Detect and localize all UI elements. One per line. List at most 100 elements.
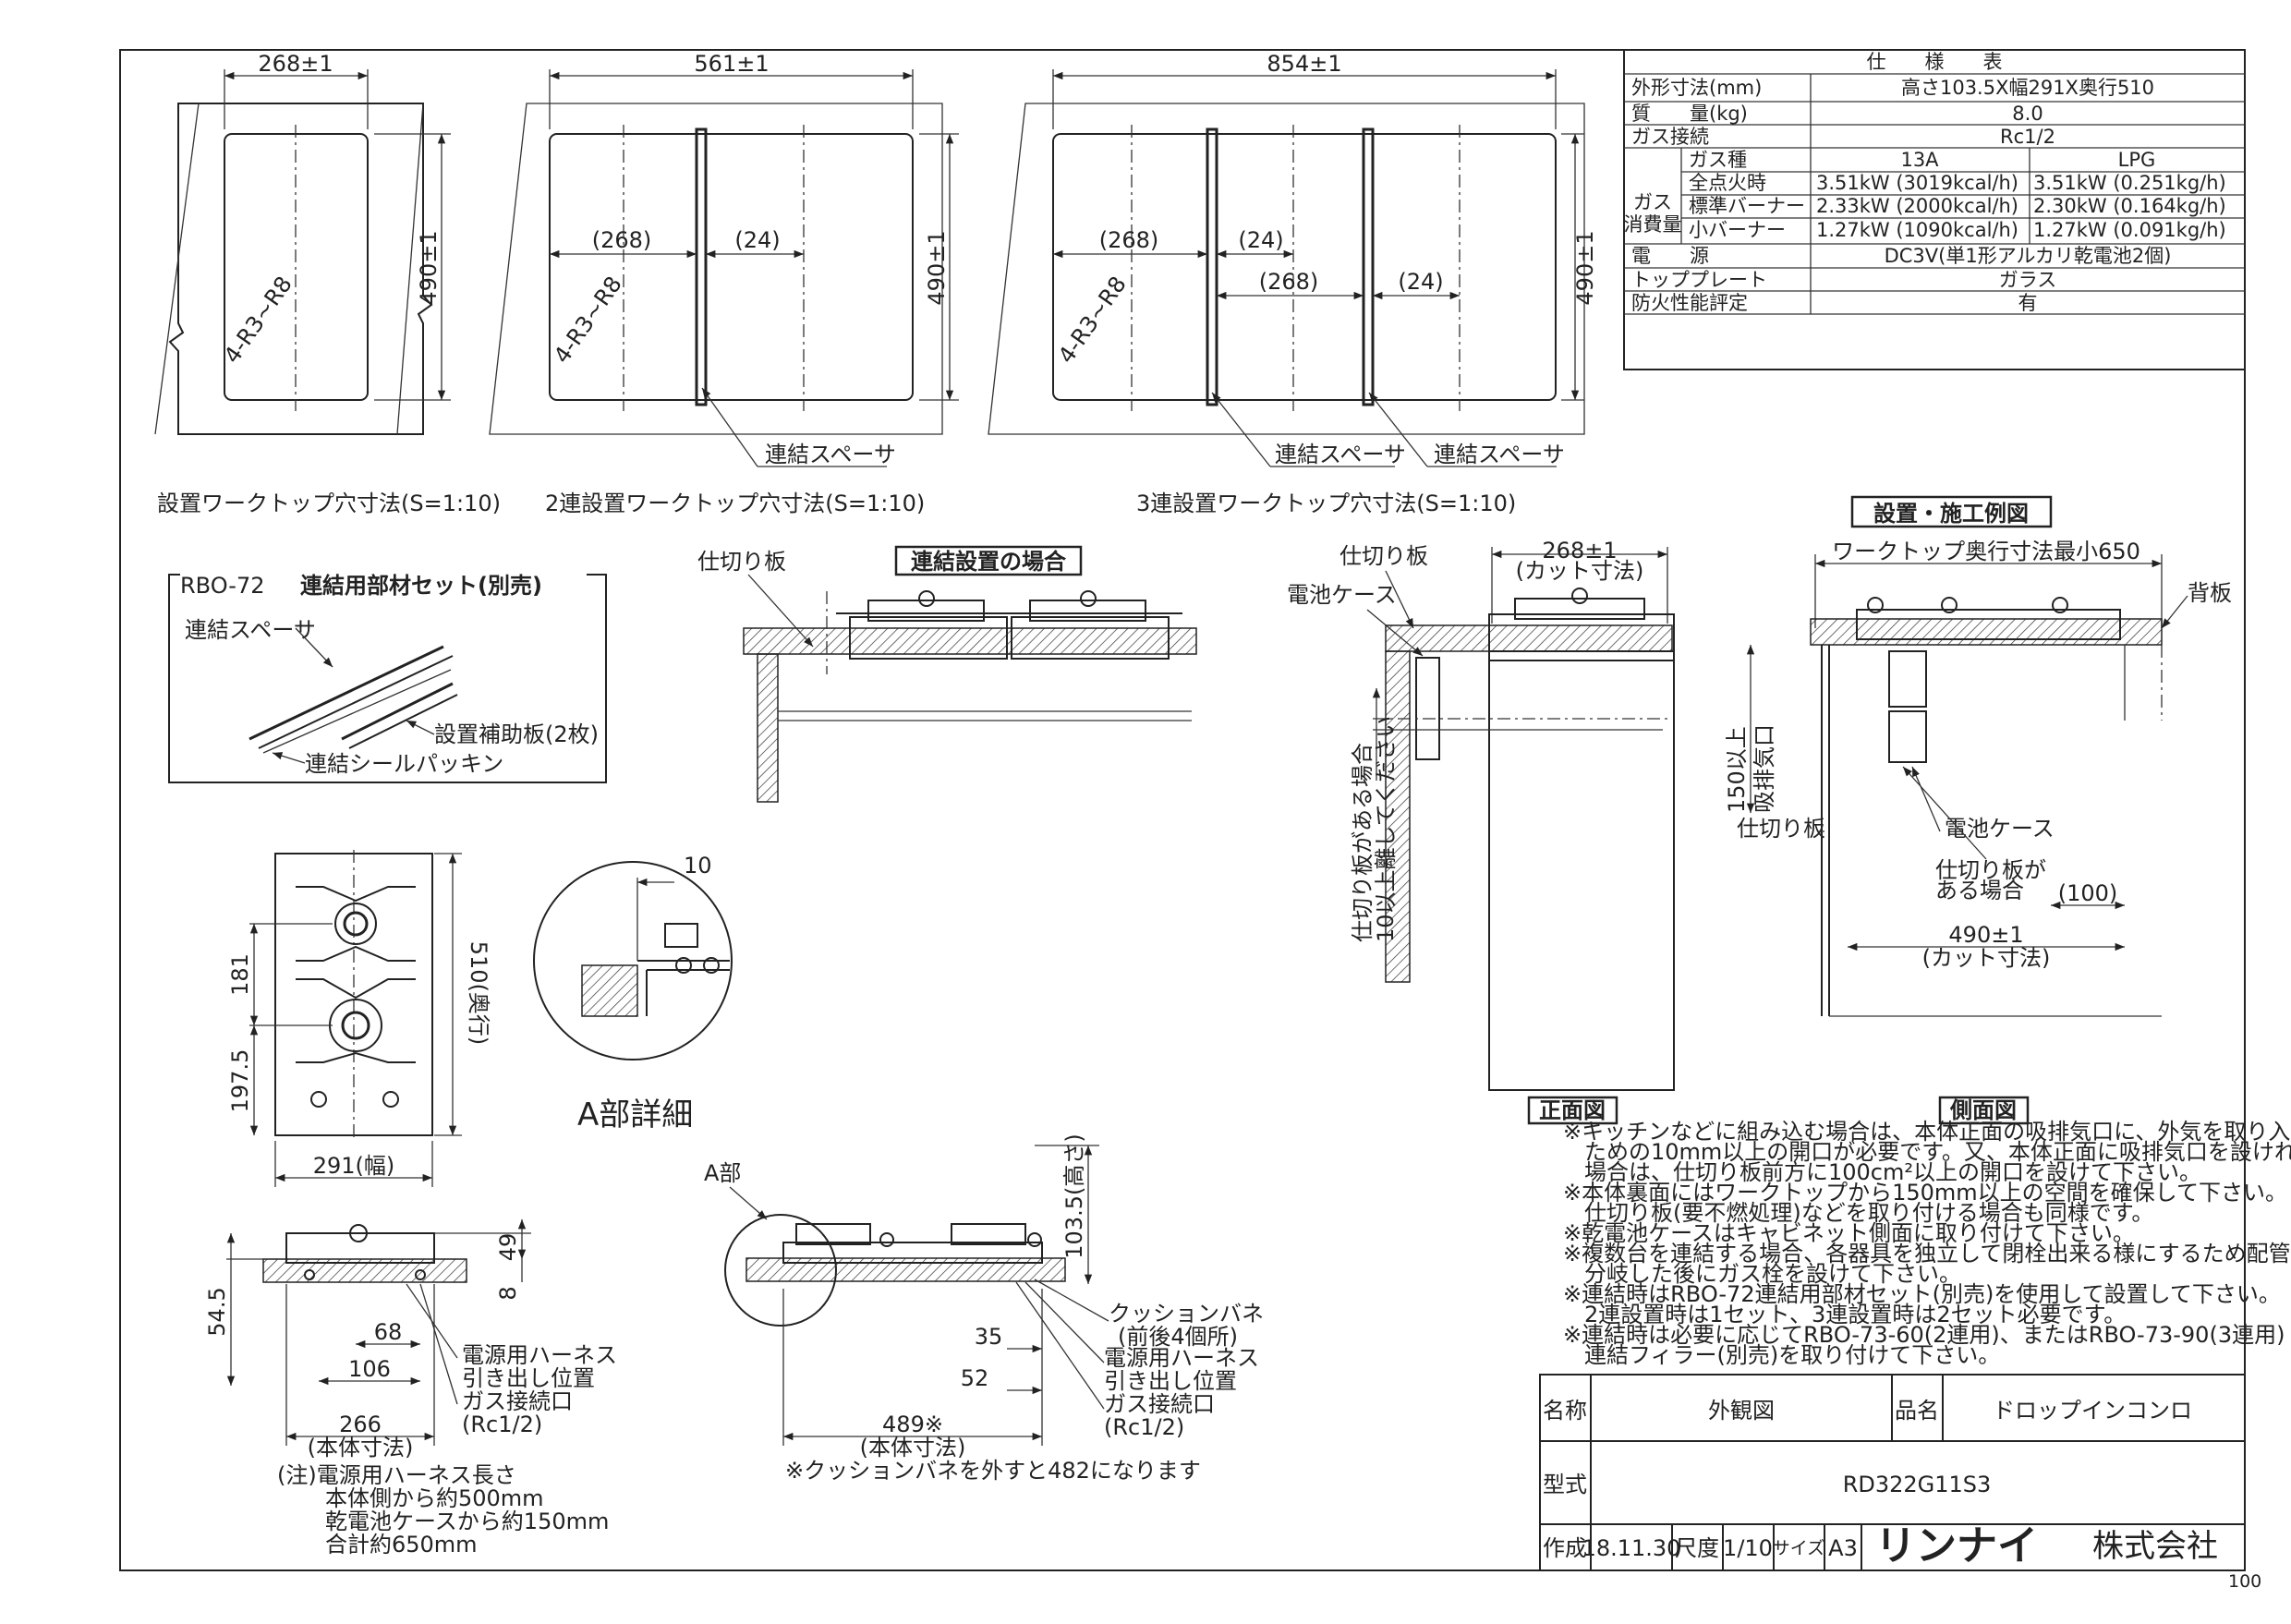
cutout-single-caption: 設置ワークトップ穴寸法(S=1:10) <box>157 491 501 516</box>
side-small-gas-1: ガス接続口 <box>462 1388 573 1414</box>
linked-partition: 仕切り板 <box>697 549 786 575</box>
tb-scale-label: 尺度 <box>1675 1535 1719 1561</box>
spec-value-gas-conn: Rc1/2 <box>2000 126 2055 148</box>
tb-name-value: 外観図 <box>1708 1398 1775 1424</box>
spec-value-mass: 8.0 <box>2012 103 2043 125</box>
side-large-a-label: A部 <box>704 1160 741 1186</box>
kit-spacer: 連結スペーサ <box>185 617 316 643</box>
side-title: 設置・施工例図 <box>1873 501 2029 527</box>
spec-label-gas-conn: ガス接続 <box>1631 126 1709 148</box>
side-vent-1: 150以上 <box>1724 726 1750 813</box>
side-small-d49: 49 <box>495 1233 521 1262</box>
side-large-note: ※クッションバネを外すと482になります <box>785 1458 1201 1484</box>
cutout-triple-sub3: (268) <box>1259 269 1319 295</box>
side-partition-case-2: ある場合 <box>1935 878 2024 903</box>
notes: ※キッチンなどに組み込む場合は、本体正面の吸排気口に、外気を取り入れる ための1… <box>1563 1119 2291 1368</box>
side-small-note-2: 本体側から約500mm <box>325 1485 544 1511</box>
side-cut: 490±1 <box>1948 922 2023 948</box>
tb-company: 株式会社 <box>2092 1528 2218 1565</box>
tb-scale-value: 1/10 <box>1723 1535 1773 1561</box>
side-large-d35: 35 <box>975 1324 1003 1350</box>
cutout-double-radius: 4-R3~R8 <box>549 272 627 368</box>
spec-label-mass: 質 量(kg) <box>1631 103 1748 125</box>
sheet-border <box>119 49 2246 1571</box>
cutout-single-radius: 4-R3~R8 <box>219 272 297 368</box>
kit-packing: 連結シールパッキン <box>305 751 503 777</box>
kit-model: RBO-72 <box>180 573 264 599</box>
side-battery: 電池ケース <box>1945 816 2055 842</box>
spec-gas-row-label: 標準バーナー <box>1689 195 1805 217</box>
spec-gas-group-2: 消費量 <box>1624 213 1682 236</box>
cutout-triple-radius: 4-R3~R8 <box>1053 272 1132 368</box>
cutout-double-spacer: 連結スペーサ <box>765 442 896 467</box>
note-line: ための10mm以上の開口が必要です。又、本体正面に吸排気口を設けれない <box>1584 1139 2291 1165</box>
note-line: ※キッチンなどに組み込む場合は、本体正面の吸排気口に、外気を取り入れる <box>1563 1119 2291 1145</box>
cutout-triple: 854±1 (268) (24) (268) (24) 490±1 4-R3~R… <box>988 51 1598 516</box>
note-line: 2連設置時は1セット、3連設置時は2セット必要です。 <box>1584 1302 2126 1327</box>
cutout-double: 561±1 (268) (24) 490±1 4-R3~R8 連結スペーサ 2連… <box>489 51 959 516</box>
spec-gas-row-label: 全点火時 <box>1689 172 1766 194</box>
spec-gas-row-13a: 1.27kW (1090kcal/h) <box>1816 219 2018 241</box>
cutout-double-width: 561±1 <box>694 51 769 77</box>
note-line: ※複数台を連結する場合、各器具を独立して閉栓出来る様にするため配管を <box>1563 1241 2291 1266</box>
spec-gas-row-13a: 3.51kW (3019kcal/h) <box>1816 172 2018 194</box>
side-small-harness-1: 電源用ハーネス <box>462 1342 617 1368</box>
top-d510: 510(奥行) <box>466 941 491 1046</box>
side-small-gas-2: (Rc1/2) <box>462 1412 542 1437</box>
side-small-note-4: 合計約650mm <box>325 1532 478 1557</box>
tb-model-label: 型式 <box>1543 1472 1587 1497</box>
kit-title: 連結用部材セット(別売) <box>300 573 542 599</box>
kit-plate: 設置補助板(2枚) <box>434 721 599 747</box>
side-large-d489: 489※ <box>882 1412 943 1437</box>
tb-made-value: 18.11.30 <box>1582 1535 1681 1561</box>
side-small-harness-2: 引き出し位置 <box>462 1365 595 1391</box>
cutout-triple-width: 854±1 <box>1267 51 1341 77</box>
side-small: 54.5 49 8 68 106 266 (本体寸法) 電源用ハーネス 引き出し… <box>204 1219 617 1557</box>
detail-a: 10 A部詳細 <box>533 853 733 1133</box>
cutout-double-depth: 490±1 <box>924 230 950 305</box>
side-small-note-1: (注)電源用ハーネス長さ <box>277 1462 516 1488</box>
cutout-triple-sub1: (268) <box>1099 227 1159 253</box>
tb-made-label: 作成 <box>1543 1535 1587 1561</box>
note-line: ※連結時はRBO-72連結用部材セット(別売)を使用して設置して下さい。 <box>1563 1281 2281 1307</box>
spec-gas-row-label: 小バーナー <box>1689 219 1786 241</box>
side-large-harness-2: 引き出し位置 <box>1104 1368 1237 1394</box>
spec-table: 仕 様 表 外形寸法(mm) 高さ103.5X幅291X奥行510 質 量(kg… <box>1623 49 2246 370</box>
linked-title: 連結設置の場合 <box>911 549 1067 575</box>
detail-label: A部詳細 <box>577 1097 693 1133</box>
cutout-triple-spacer1: 連結スペーサ <box>1275 442 1406 467</box>
front-vnote-1: 仕切り板がある場合 <box>1350 743 1376 942</box>
spec-gas-row-13a: 2.33kW (2000kcal/h) <box>1816 195 2018 217</box>
spec-label-top: トッププレート <box>1631 269 1767 291</box>
side-large-cushion-1: クッションバネ <box>1109 1301 1264 1327</box>
note-line: 仕切り板(要不燃処理)などを取り付ける場合も同様です。 <box>1584 1200 2153 1226</box>
front-cut-note: (カット寸法) <box>1516 558 1644 584</box>
front-view: 仕切り板 電池ケース 268±1 (カット寸法) 仕切り板がある場合 10以上離… <box>1287 538 1675 1125</box>
side-small-body-dim: (本体寸法) <box>308 1435 414 1460</box>
spec-label-fire: 防火性能評定 <box>1631 292 1748 314</box>
side-partition: 仕切り板 <box>1737 816 1825 842</box>
side-small-d266: 266 <box>339 1412 382 1437</box>
cutout-triple-caption: 3連設置ワークトップ穴寸法(S=1:10) <box>1136 491 1516 516</box>
cutout-single-width: 268±1 <box>258 51 333 77</box>
note-line: 場合は、仕切り板前方に100cm²以上の開口を設けて下さい。 <box>1584 1159 2201 1185</box>
front-battery: 電池ケース <box>1287 582 1397 608</box>
side-small-d545: 54.5 <box>204 1287 230 1336</box>
detail-d10: 10 <box>684 853 712 879</box>
side-backboard: 背板 <box>2188 580 2232 606</box>
spec-title: 仕 様 表 <box>1867 51 2003 73</box>
front-vnote-2: 10以上離してください <box>1373 716 1399 942</box>
cutout-triple-depth: 490±1 <box>1572 230 1598 305</box>
side-large-harness-1: 電源用ハーネス <box>1104 1345 1259 1371</box>
side-large-gas-1: ガス接続口 <box>1104 1391 1215 1417</box>
cutout-triple-sub2: (24) <box>1238 227 1283 253</box>
side-small-d106: 106 <box>348 1356 391 1382</box>
spec-value-top: ガラス <box>1999 269 2057 291</box>
side-view-label: 側面図 <box>1949 1097 2017 1123</box>
linked-install: 連結設置の場合 仕切り板 <box>697 545 1197 803</box>
top-d197: 197.5 <box>227 1049 253 1113</box>
cutout-double-sub1: (268) <box>592 227 652 253</box>
side-view: 設置・施工例図 ワークトップ奥行寸法最小650 背板 150以上 吸排気口 仕切… <box>1724 495 2232 1125</box>
side-depth-note: ワークトップ奥行寸法最小650 <box>1832 539 2140 564</box>
side-large-d52: 52 <box>961 1365 989 1391</box>
